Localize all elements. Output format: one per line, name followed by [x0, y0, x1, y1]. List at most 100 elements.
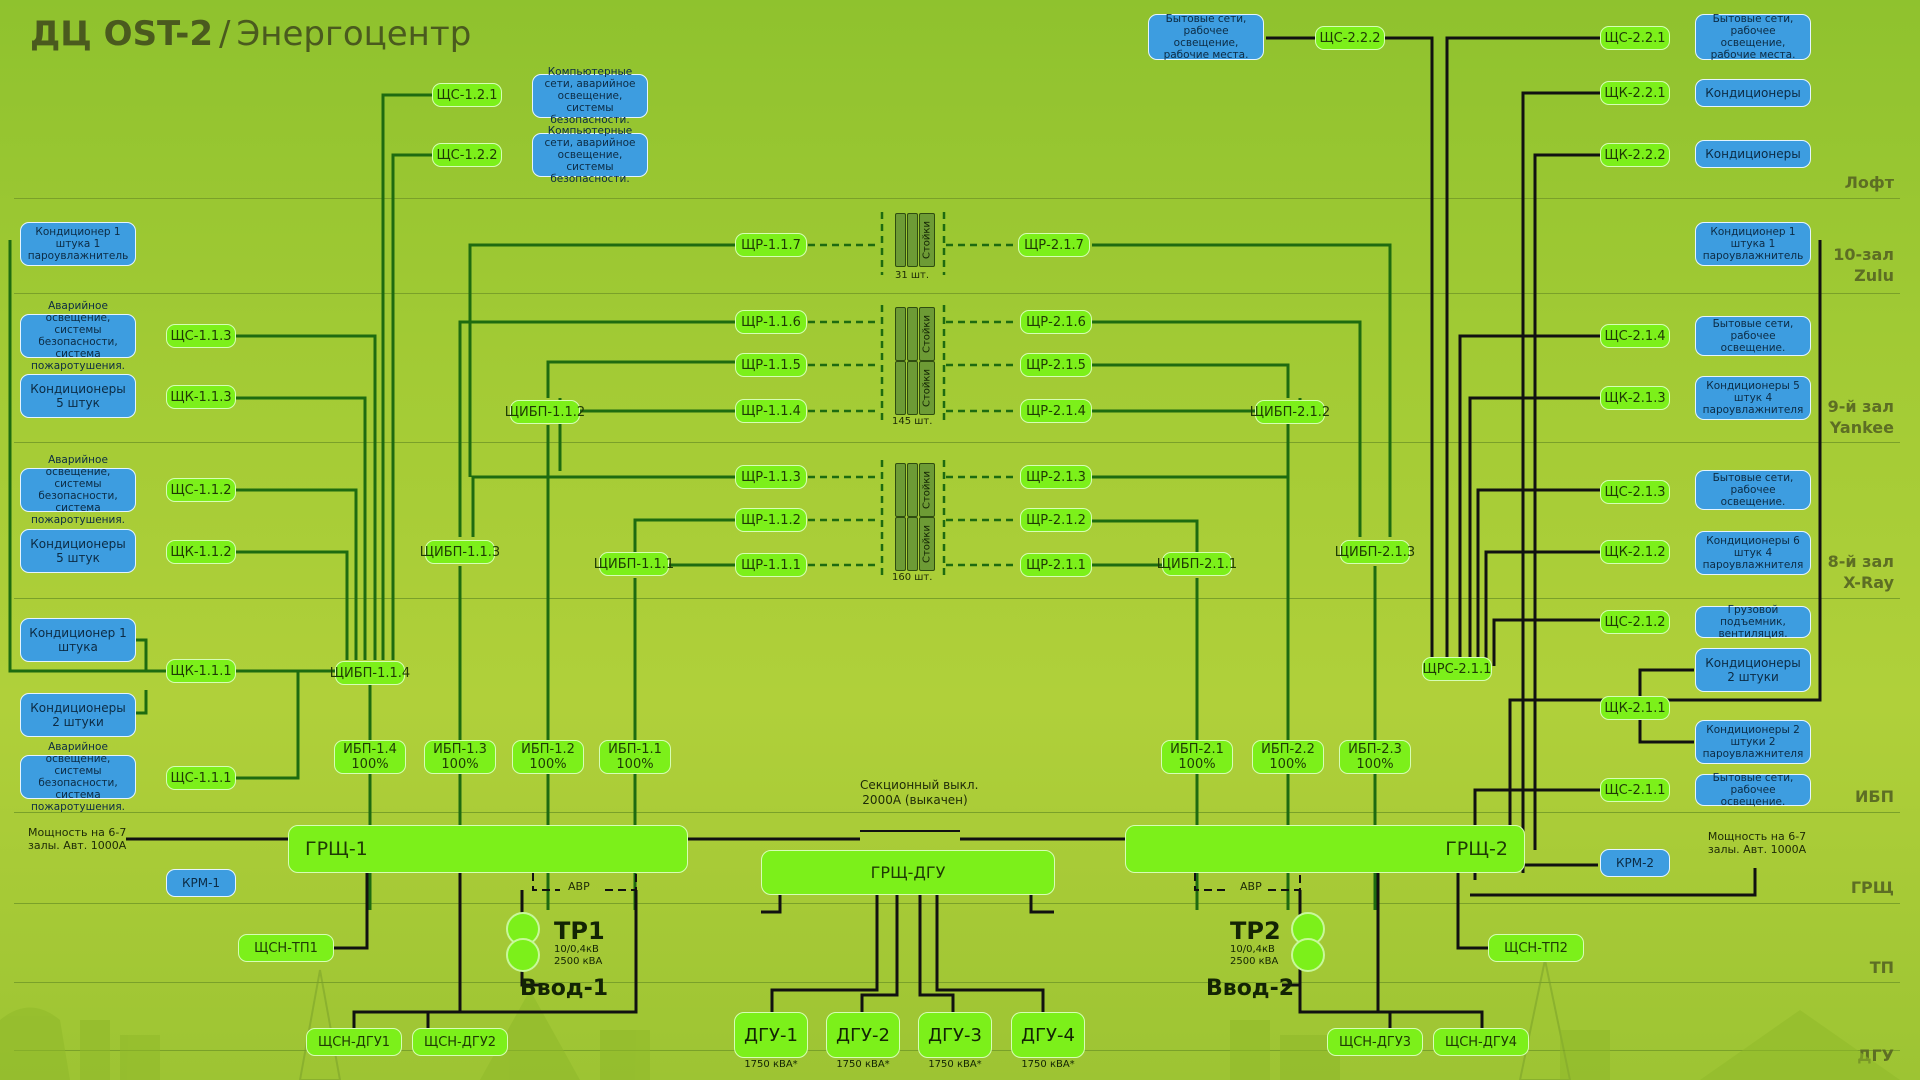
- panel-shr-2-1-5[interactable]: ЩР-2.1.5: [1020, 353, 1092, 377]
- panel-shk-1-1-3[interactable]: ЩК-1.1.3: [166, 385, 236, 409]
- transformer-2-power: 2500 кВА: [1230, 956, 1279, 967]
- load-ac-right-hall10: Кондиционер 1 штука 1 пароувлажнитель: [1695, 222, 1811, 266]
- load-ac-111a: Кондиционер 1 штука: [20, 618, 136, 662]
- floor-divider: [14, 293, 1900, 294]
- load-emergency-111: Аварийное освещение, системы безопасност…: [20, 741, 136, 813]
- krm-2[interactable]: КРМ-2: [1600, 849, 1670, 877]
- panel-shs-1-1-2[interactable]: ЩС-1.1.2: [166, 478, 236, 502]
- transformer-2-coil-lower: [1291, 938, 1325, 972]
- panel-shr-2-1-3[interactable]: ЩР-2.1.3: [1020, 465, 1092, 489]
- panel-shs-1-2-1[interactable]: ЩС-1.2.1: [432, 83, 502, 107]
- panel-shs-2-2-1[interactable]: ЩС-2.2.1: [1600, 26, 1670, 50]
- load-emergency-113: Аварийное освещение, системы безопасност…: [20, 300, 136, 372]
- transformer-2-name: ТР2: [1230, 917, 1281, 945]
- panel-shk-2-2-1[interactable]: ЩК-2.2.1: [1600, 81, 1670, 105]
- load-ac-113: Кондиционеры 5 штук: [20, 374, 136, 418]
- panel-shr-1-1-2[interactable]: ЩР-1.1.2: [735, 508, 807, 532]
- transformer-1-voltage: 10/0,4кВ: [554, 944, 599, 955]
- racks-hall8-a: Стойки: [895, 463, 935, 517]
- ups-name: ИБП-2.2: [1261, 742, 1315, 757]
- ups-load: 100%: [1356, 757, 1394, 772]
- generator-dgu-2[interactable]: ДГУ-2: [826, 1012, 900, 1058]
- generator-dgu-3[interactable]: ДГУ-3: [918, 1012, 992, 1058]
- panel-shk-2-1-2[interactable]: ЩК-2.1.2: [1600, 540, 1670, 564]
- floor-divider: [14, 812, 1900, 813]
- transformer-1-name: ТР1: [554, 917, 605, 945]
- panel-shr-1-1-4[interactable]: ЩР-1.1.4: [735, 399, 807, 423]
- ups-load: 100%: [616, 757, 654, 772]
- panel-shk-2-1-1[interactable]: ЩК-2.1.1: [1600, 696, 1670, 720]
- panel-shr-1-1-1[interactable]: ЩР-1.1.1: [735, 553, 807, 577]
- panel-shsn-dgu3[interactable]: ЩСН-ДГУ3: [1327, 1028, 1423, 1056]
- panel-shk-2-2-2[interactable]: ЩК-2.2.2: [1600, 143, 1670, 167]
- panel-shibp-1-1-1[interactable]: ЩИБП-1.1.1: [594, 552, 674, 576]
- panel-shrs-2-1-1[interactable]: ЩРС-2.1.1: [1422, 657, 1492, 681]
- panel-shibp-2-1-2[interactable]: ЩИБП-2.1.2: [1250, 400, 1330, 424]
- panel-shibp-2-1-3[interactable]: ЩИБП-2.1.3: [1335, 540, 1415, 564]
- panel-shibp-1-1-3[interactable]: ЩИБП-1.1.3: [420, 540, 500, 564]
- panel-shs-2-1-3[interactable]: ЩС-2.1.3: [1600, 480, 1670, 504]
- switchboard-grsh-2[interactable]: ГРЩ-2: [1125, 825, 1525, 873]
- panel-shsn-tp2[interactable]: ЩСН-ТП2: [1488, 934, 1584, 962]
- panel-shs-2-1-1[interactable]: ЩС-2.1.1: [1600, 778, 1670, 802]
- panel-shk-1-1-1[interactable]: ЩК-1.1.1: [166, 659, 236, 683]
- panel-shr-1-1-6[interactable]: ЩР-1.1.6: [735, 310, 807, 334]
- panel-shr-1-1-7[interactable]: ЩР-1.1.7: [735, 233, 807, 257]
- switchboard-grsh-1[interactable]: ГРЩ-1: [288, 825, 688, 873]
- input-1: Ввод-1: [520, 976, 609, 1001]
- panel-shr-2-1-1[interactable]: ЩР-2.1.1: [1020, 553, 1092, 577]
- panel-shr-2-1-2[interactable]: ЩР-2.1.2: [1020, 508, 1092, 532]
- panel-shibp-2-1-1[interactable]: ЩИБП-2.1.1: [1157, 552, 1237, 576]
- section-switch-line2: 2000А (выкачен): [862, 793, 968, 807]
- panel-shr-1-1-3[interactable]: ЩР-1.1.3: [735, 465, 807, 489]
- panel-shibp-1-1-2[interactable]: ЩИБП-1.1.2: [505, 400, 585, 424]
- panel-shr-2-1-7[interactable]: ЩР-2.1.7: [1018, 233, 1090, 257]
- panel-shr-2-1-4[interactable]: ЩР-2.1.4: [1020, 399, 1092, 423]
- panel-shsn-dgu4[interactable]: ЩСН-ДГУ4: [1433, 1028, 1529, 1056]
- panel-shr-1-1-5[interactable]: ЩР-1.1.5: [735, 353, 807, 377]
- generator-dgu-1-power: 1750 кВА*: [744, 1059, 798, 1070]
- krm-1[interactable]: КРМ-1: [166, 869, 236, 897]
- racks-count-hall8: 160 шт.: [892, 572, 933, 583]
- load-domestic-213: Бытовые сети, рабочее освещение.: [1695, 470, 1811, 510]
- panel-shs-1-2-2[interactable]: ЩС-1.2.2: [432, 143, 502, 167]
- panel-shs-2-1-2[interactable]: ЩС-2.1.2: [1600, 610, 1670, 634]
- racks-label: Стойки: [919, 213, 935, 267]
- panel-shsn-dgu2[interactable]: ЩСН-ДГУ2: [412, 1028, 508, 1056]
- switchboard-grsh-dgu[interactable]: ГРЩ-ДГУ: [761, 850, 1055, 895]
- load-ac-211a: Кондиционеры 2 штуки: [1695, 648, 1811, 692]
- generator-dgu-3-power: 1750 кВА*: [928, 1059, 982, 1070]
- load-ac-211b: Кондиционеры 2 штуки 2 пароувлажнителя: [1695, 720, 1811, 764]
- panel-shsn-dgu1[interactable]: ЩСН-ДГУ1: [306, 1028, 402, 1056]
- panel-shk-1-1-2[interactable]: ЩК-1.1.2: [166, 540, 236, 564]
- panel-shsn-tp1[interactable]: ЩСН-ТП1: [238, 934, 334, 962]
- avr-left-label: АВР: [568, 880, 590, 893]
- panel-shs-2-1-4[interactable]: ЩС-2.1.4: [1600, 324, 1670, 348]
- generator-dgu-1[interactable]: ДГУ-1: [734, 1012, 808, 1058]
- load-lift-212: Грузовой подъемник, вентиляция.: [1695, 604, 1811, 640]
- transformer-1-coil-lower: [506, 938, 540, 972]
- racks-count-hall9: 145 шт.: [892, 416, 933, 427]
- transformer-2-voltage: 10/0,4кВ: [1230, 944, 1275, 955]
- ups-name: ИБП-1.1: [608, 742, 662, 757]
- panel-shk-2-1-3[interactable]: ЩК-2.1.3: [1600, 386, 1670, 410]
- ups-name: ИБП-2.1: [1170, 742, 1224, 757]
- panel-shs-2-2-2[interactable]: ЩС-2.2.2: [1315, 26, 1385, 50]
- racks-hall10: Стойки: [895, 213, 935, 267]
- load-domestic-221: Бытовые сети, рабочее освещение, рабочие…: [1695, 13, 1811, 61]
- racks-hall9-b: Стойки: [895, 361, 935, 415]
- generator-dgu-4[interactable]: ДГУ-4: [1011, 1012, 1085, 1058]
- ups-load: 100%: [1269, 757, 1307, 772]
- panel-shr-2-1-6[interactable]: ЩР-2.1.6: [1020, 310, 1092, 334]
- panel-shibp-1-1-4[interactable]: ЩИБП-1.1.4: [330, 661, 410, 685]
- panel-shs-1-1-3[interactable]: ЩС-1.1.3: [166, 324, 236, 348]
- panel-shs-1-1-1[interactable]: ЩС-1.1.1: [166, 766, 236, 790]
